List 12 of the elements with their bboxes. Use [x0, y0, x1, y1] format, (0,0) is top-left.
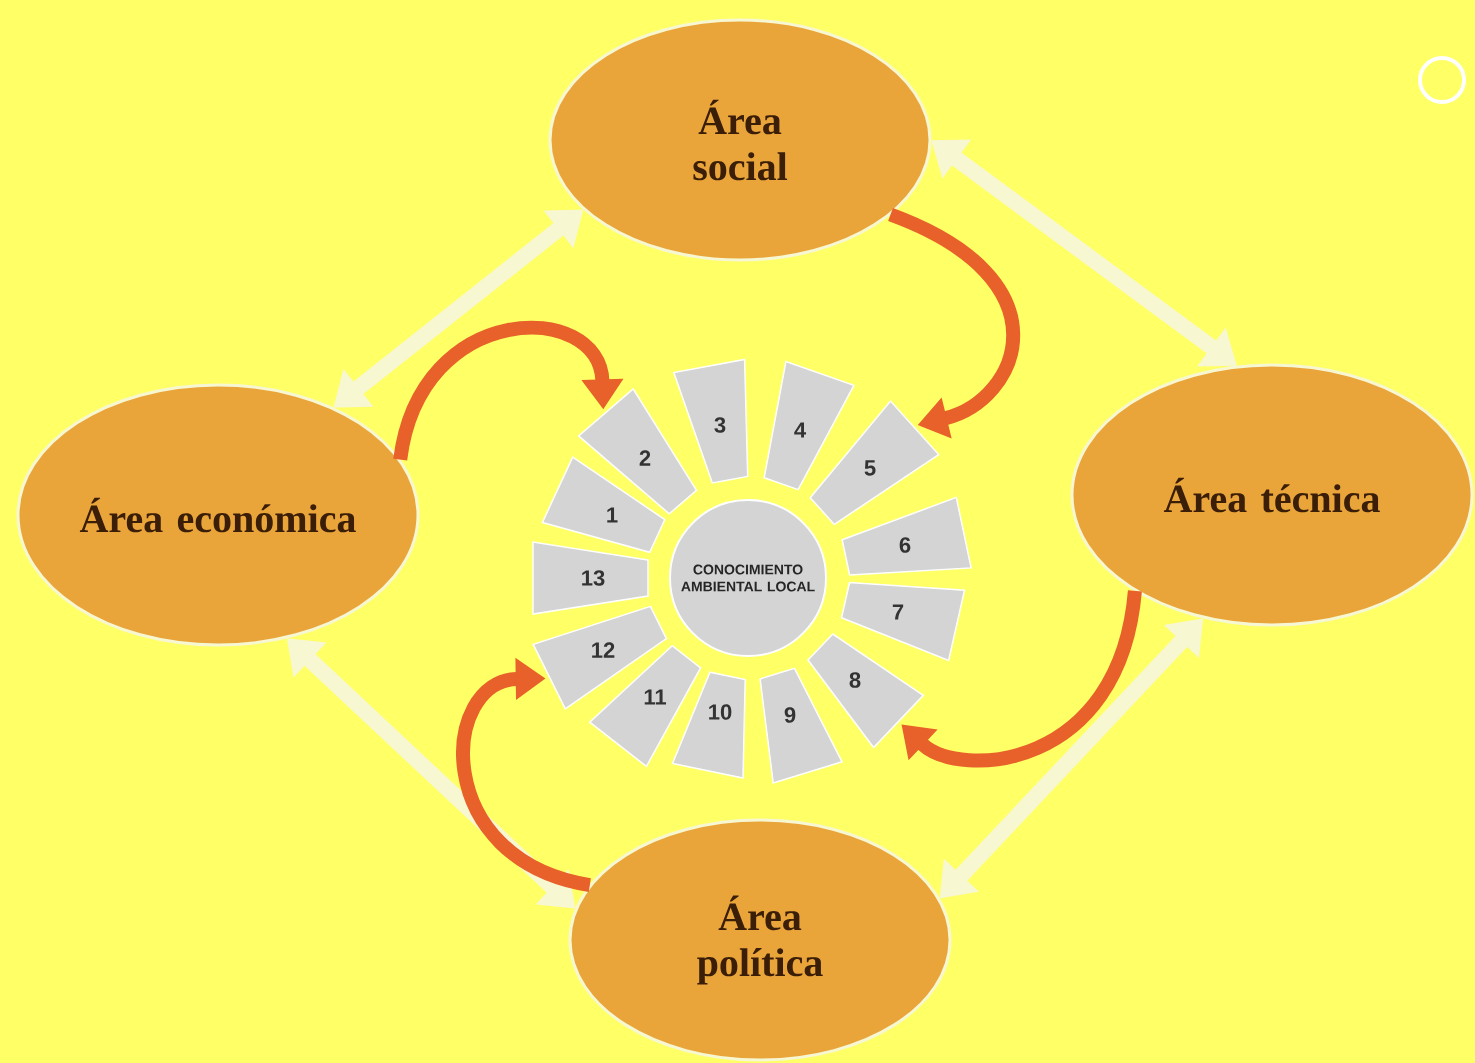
- petal: 5: [809, 399, 940, 526]
- petal: 6: [841, 496, 973, 576]
- curved-arrow: [393, 320, 624, 462]
- petal: 9: [759, 667, 844, 784]
- petal: 8: [807, 633, 925, 749]
- curved-arrow: [887, 208, 1021, 439]
- petal: 13: [532, 541, 649, 615]
- petal: 3: [672, 358, 749, 484]
- petal: 10: [671, 671, 746, 780]
- petal: 7: [840, 581, 966, 662]
- curved-arrow: [456, 657, 592, 892]
- petal: 4: [763, 360, 855, 491]
